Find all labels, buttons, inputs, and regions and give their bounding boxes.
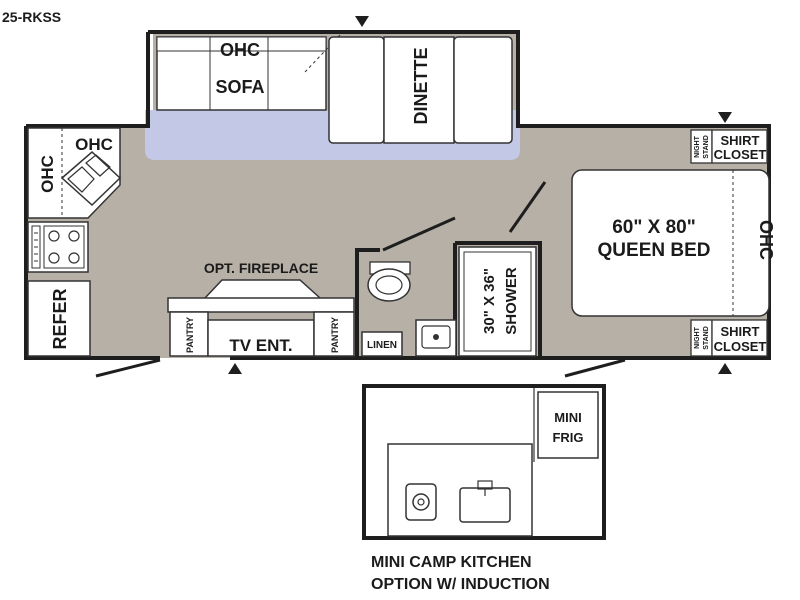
fireplace-hearth (204, 279, 321, 299)
sofa-label: SOFA (215, 77, 264, 97)
mini-frig (537, 391, 599, 459)
camp-kitchen-sink (459, 480, 511, 523)
shower-label: SHOWER (503, 267, 520, 335)
bedroom-door[interactable] (508, 181, 547, 233)
shirt-closet-bottom (711, 319, 768, 357)
dinette (328, 36, 513, 144)
fireplace-label: OPT. FIREPLACE (204, 260, 318, 276)
bed-ohc-label: OHC (756, 220, 776, 260)
shirt-closet-bottom-label-1: SHIRT (721, 324, 760, 339)
shower (458, 246, 537, 357)
entry-door-left[interactable] (95, 358, 161, 378)
linen-label: LINEN (367, 340, 397, 351)
shower-size-label: 30" X 36" (481, 268, 498, 334)
bathroom-sink (415, 319, 457, 357)
tv-console-top (167, 297, 355, 313)
shirt-closet-bottom-label-2: CLOSET (714, 339, 767, 354)
pantry-right (313, 311, 355, 357)
refrigerator (27, 280, 91, 357)
stove-cooktop (27, 221, 89, 273)
kitchen-sink (60, 150, 122, 207)
night-stand-top-label-2: STAND (703, 135, 710, 159)
tv-ent-label: TV ENT. (229, 336, 292, 355)
sofa (156, 34, 341, 111)
marker-bottom-left (228, 363, 242, 374)
bathroom-door[interactable] (382, 216, 456, 252)
night-stand-bottom-label-1: NIGHT (694, 326, 701, 349)
shirt-closet-top-label-1: SHIRT (721, 133, 760, 148)
sofa-ohc-label: OHC (220, 40, 260, 60)
front-ohc-label: OHC (38, 155, 57, 193)
night-stand-top-label-1: NIGHT (694, 135, 701, 158)
marker-top-right (718, 112, 732, 123)
induction-cooktop (405, 483, 437, 521)
linen-closet (361, 331, 403, 357)
model-name: 25-RKSS (2, 9, 61, 25)
queen-bed (571, 169, 770, 317)
entry-door-right[interactable] (564, 358, 626, 378)
kitchen-ohc-label: OHC (75, 135, 113, 154)
shirt-closet-top-label-2: CLOSET (714, 147, 767, 162)
bed-size-label: 60" X 80" (612, 217, 696, 238)
shirt-closet-top (711, 129, 768, 164)
mini-frig-label-1: MINI (554, 410, 581, 425)
exterior-walls (24, 30, 771, 360)
night-stand-bottom-label-2: STAND (703, 326, 710, 350)
camp-kitchen-label-2: OPTION W/ INDUCTION (371, 576, 550, 593)
dinette-label: DINETTE (411, 47, 431, 124)
marker-top-slide (355, 16, 369, 27)
pantry-left-label: PANTRY (185, 317, 195, 353)
marker-bottom-right (718, 363, 732, 374)
mini-frig-label-2: FRIG (552, 430, 583, 445)
refer-label: REFER (50, 288, 70, 349)
pantry-left (169, 311, 209, 357)
pantry-right-label: PANTRY (330, 317, 340, 353)
tv-entertainment-center (207, 319, 315, 357)
queen-bed-label: QUEEN BED (598, 240, 711, 261)
toilet (367, 261, 411, 302)
camp-kitchen-label-1: MINI CAMP KITCHEN (371, 554, 532, 571)
